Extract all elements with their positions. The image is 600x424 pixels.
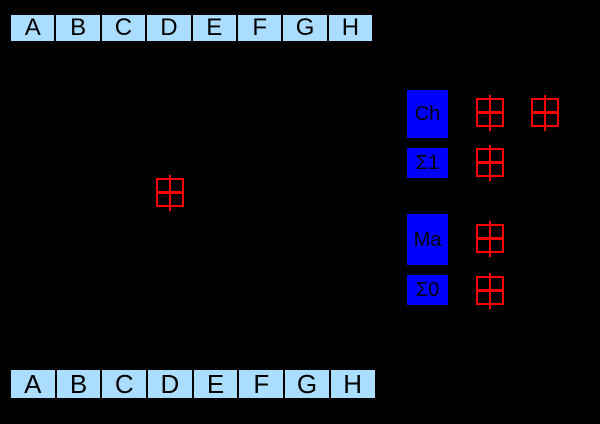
register-bottom-g: G: [284, 369, 330, 399]
mod-add-icon: [156, 174, 184, 211]
function-box-ma: Ma: [407, 214, 448, 265]
register-top-e: E: [191, 14, 237, 42]
mod-add-icon: [476, 94, 504, 131]
register-bottom-f: F: [238, 369, 285, 399]
mod-add-icon: [476, 220, 504, 257]
register-bottom-c: C: [101, 369, 148, 399]
mod-add-icon: [476, 272, 504, 309]
register-top-g: G: [282, 14, 328, 42]
register-row-bottom: A B C D E F G H: [10, 369, 376, 399]
mod-add-icon: [531, 94, 559, 131]
register-row-top: A B C D E F G H: [10, 14, 374, 42]
function-box-sigma0: Σ0: [407, 275, 448, 305]
register-top-f: F: [236, 14, 283, 42]
register-top-d: D: [146, 14, 192, 42]
register-top-b: B: [55, 14, 101, 42]
register-bottom-b: B: [55, 369, 102, 399]
register-top-h: H: [327, 14, 374, 42]
register-bottom-h: H: [329, 369, 376, 399]
register-bottom-a: A: [10, 369, 56, 399]
register-top-a: A: [10, 14, 56, 42]
register-top-c: C: [100, 14, 147, 42]
function-box-sigma1: Σ1: [407, 148, 448, 178]
mod-add-icon: [476, 144, 504, 181]
register-bottom-d: D: [147, 369, 193, 399]
register-bottom-e: E: [192, 369, 239, 399]
function-box-ch: Ch: [407, 90, 448, 138]
